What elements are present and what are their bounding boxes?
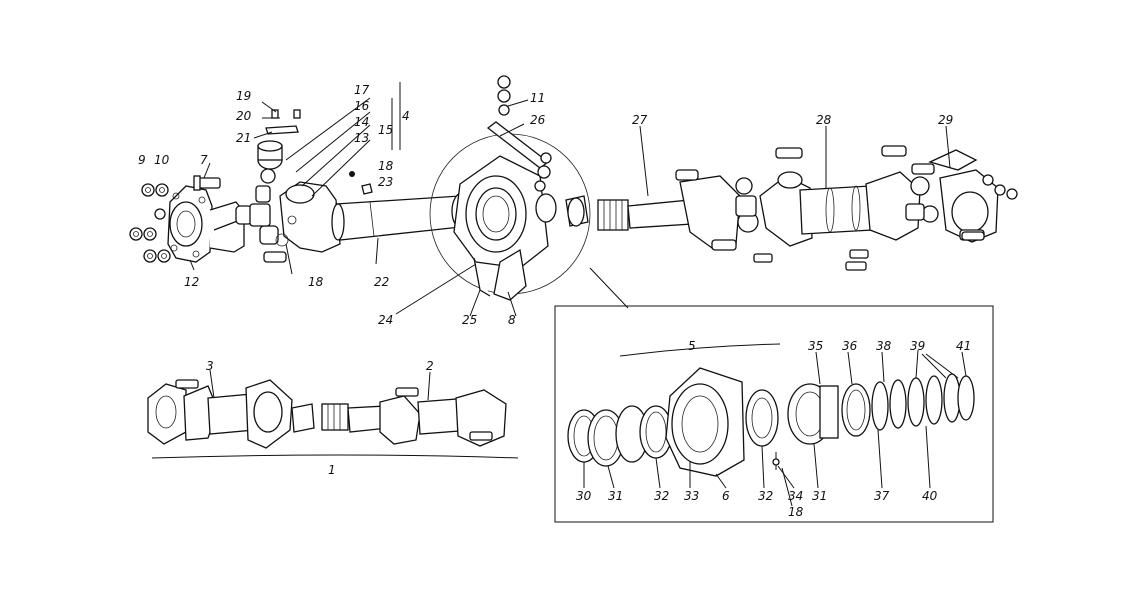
callout-18-left: 18 [308,275,324,289]
callout-11: 11 [530,91,545,105]
callout-37: 37 [874,489,890,503]
callout-39: 39 [910,339,925,353]
splined-shaft [597,199,693,231]
callout-33: 33 [684,489,699,503]
callout-41: 41 [956,339,971,353]
leader-lines-top [189,82,951,317]
callout-34: 34 [788,489,803,503]
shaft-tube [331,192,473,241]
callout-38: 38 [876,339,892,353]
flange-yoke [167,185,245,263]
callout-5: 5 [688,339,696,353]
assembled-shaft [147,369,519,459]
callout-26: 26 [530,113,546,127]
main-shaft-assembly [129,75,1018,317]
rear-shaft-tube [799,185,873,235]
callout-2: 2 [426,359,434,373]
callout-labels: 19 20 21 17 16 14 13 15 4 18 23 9 10 7 1… [138,83,971,519]
callout-3: 3 [206,359,214,373]
flange-nuts-left [129,183,171,263]
callout-1: 1 [328,463,336,477]
callout-9: 9 [138,153,146,167]
callout-15: 15 [378,123,393,137]
middle-universal-joint [675,147,813,251]
callout-18-detail: 18 [788,505,804,519]
callout-27: 27 [632,113,648,127]
callout-22: 22 [374,275,389,289]
callout-20: 20 [236,109,252,123]
callout-35: 35 [808,339,823,353]
callout-31-right: 31 [812,489,827,503]
callout-17: 17 [354,83,370,97]
shaft-yoke [275,171,373,253]
callout-4: 4 [402,109,410,123]
callout-19: 19 [236,89,251,103]
callout-40: 40 [922,489,938,503]
callout-25: 25 [462,313,477,327]
callout-30: 30 [576,489,592,503]
callout-24: 24 [378,313,393,327]
callout-31-left: 31 [608,489,623,503]
callout-13: 13 [354,131,369,145]
universal-joint-cross [235,109,301,263]
callout-32-left: 32 [654,489,669,503]
detail-box [554,305,994,523]
callout-32-right: 32 [758,489,773,503]
callout-10: 10 [154,153,170,167]
callout-21: 21 [236,131,251,145]
callout-29: 29 [938,113,953,127]
callout-18-top: 18 [378,159,394,173]
callout-28: 28 [816,113,832,127]
rear-universal-joint [753,145,1018,271]
callout-14: 14 [354,115,369,129]
callout-36: 36 [842,339,858,353]
callout-16: 16 [354,99,370,113]
callout-12: 12 [184,275,199,289]
callout-6: 6 [722,489,730,503]
intermediate-support [453,75,589,301]
callout-8: 8 [508,313,516,327]
bolt [193,175,221,191]
callout-7: 7 [200,153,208,167]
callout-23: 23 [378,175,393,189]
